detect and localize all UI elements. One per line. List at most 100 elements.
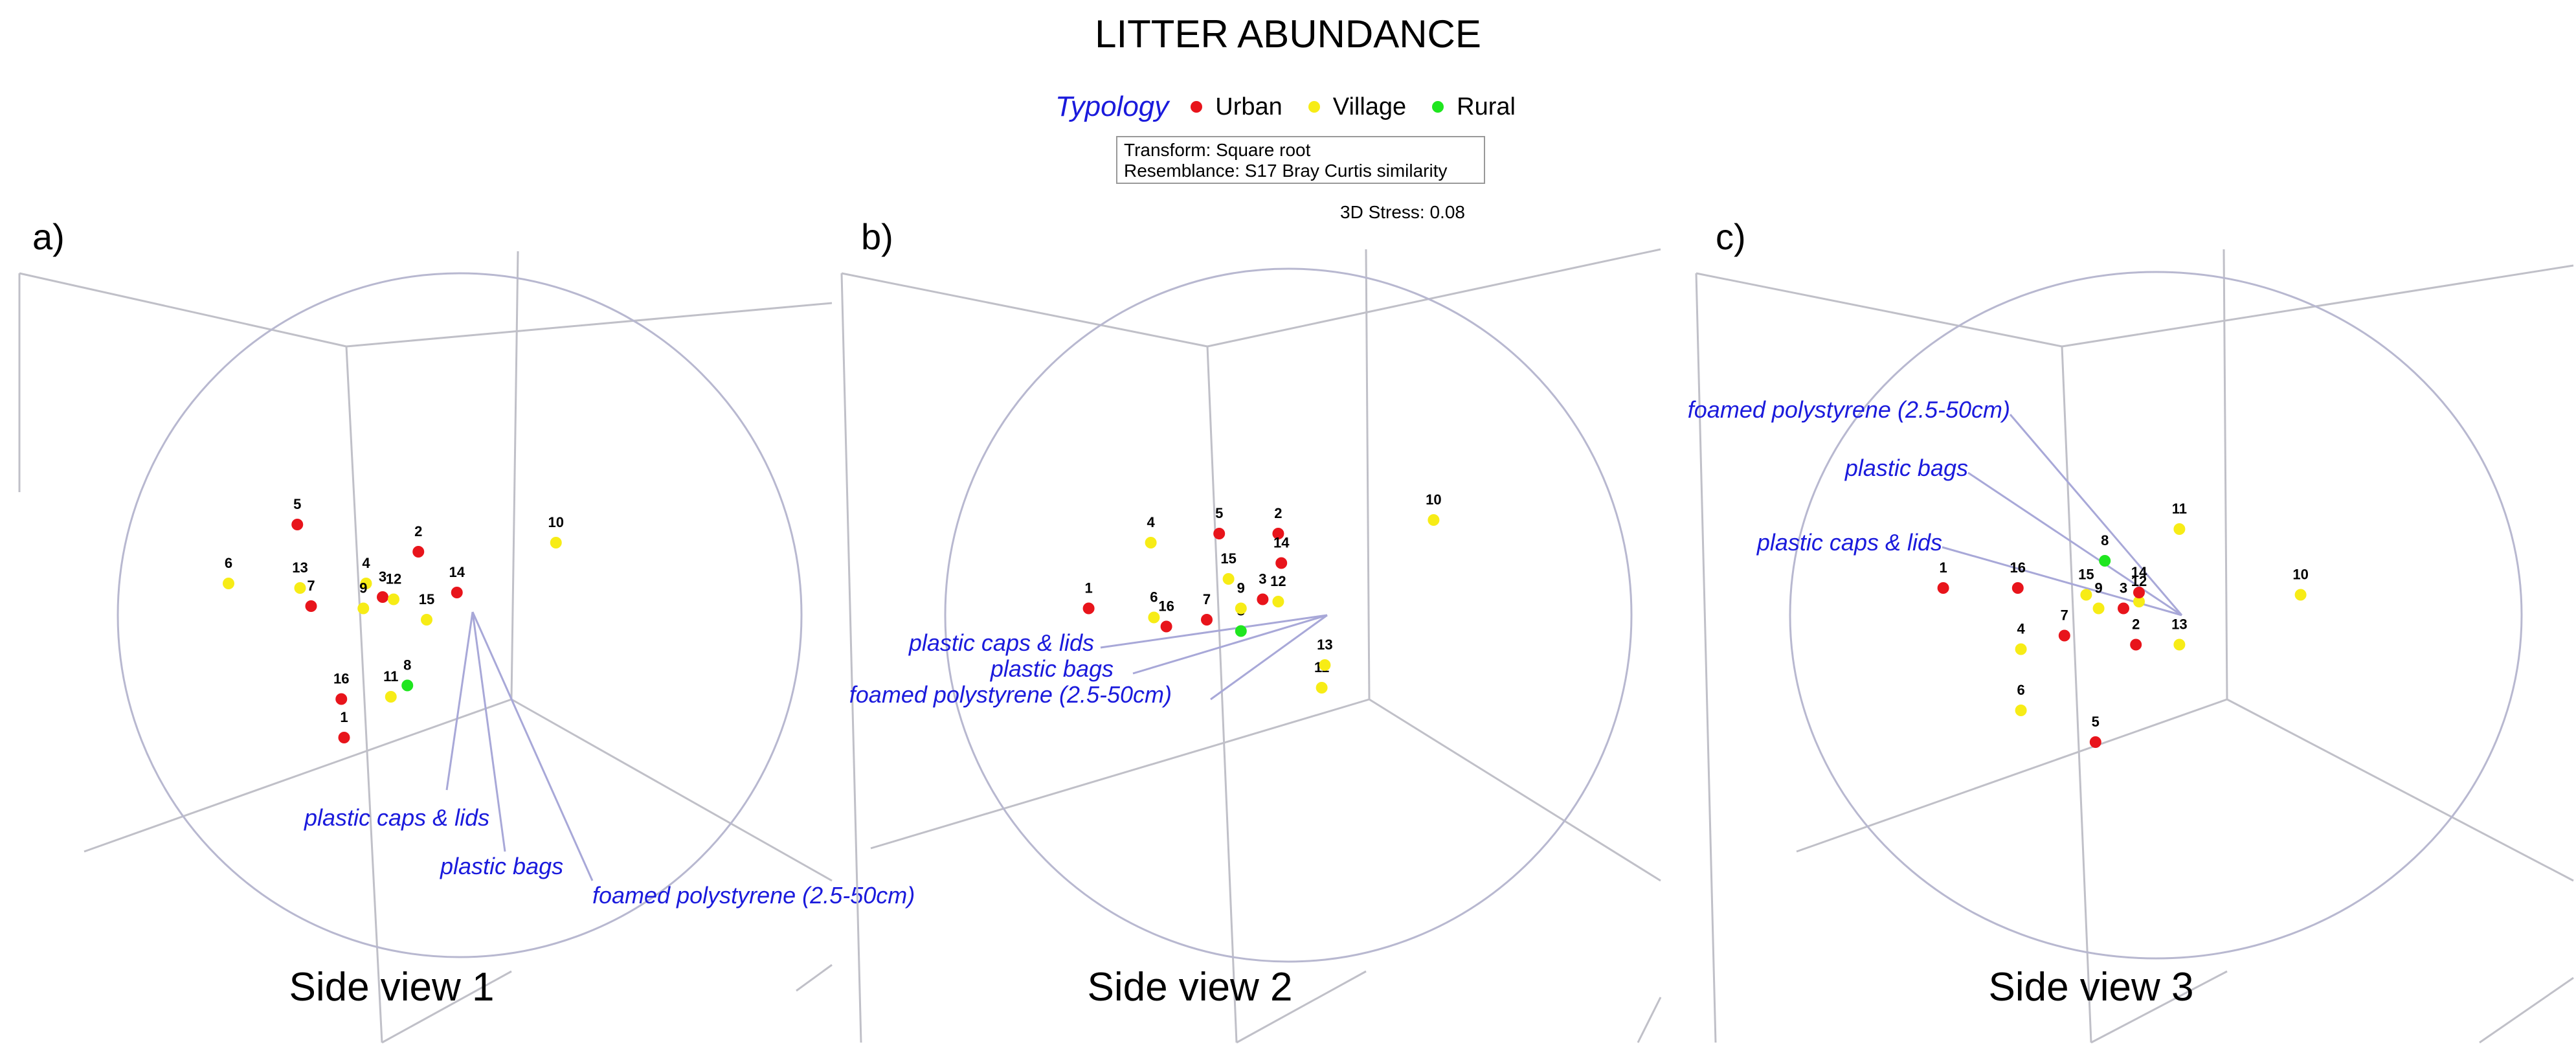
point-3-2 [2130,638,2142,651]
point-2-14 [1275,557,1288,569]
point-label-1-10: 10 [548,514,564,530]
point-3-11 [2173,523,2186,535]
box-edge-3-6 [2226,698,2574,882]
legend-title: Typology [1055,91,1169,122]
point-1-4 [360,578,372,589]
legend-label-village: Village [1332,93,1407,120]
point-2-12 [1272,596,1284,607]
point-label-2-4: 4 [1147,514,1155,530]
point-2-6 [1148,611,1160,624]
point-1-9 [357,602,370,615]
box-edge-3-1 [2061,264,2574,348]
point-3-3 [2118,602,2129,615]
point-1-5 [291,519,304,530]
vector-label-3-3: plastic caps & lids [1756,529,1942,556]
box-edge-1-4 [510,251,519,700]
point-3-10 [2294,589,2307,601]
point-2-2 [1272,528,1284,539]
vector-line-1-1 [445,611,474,791]
box-edge-1-7 [796,964,833,992]
point-label-3-12: 12 [2131,573,2147,589]
point-label-3-8: 8 [2101,532,2109,548]
point-2-10 [1428,514,1440,526]
view-label-1: Side view 1 [289,965,494,1010]
vector-label-3-2: plastic bags [1844,455,1968,481]
point-label-3-6: 6 [2017,682,2024,698]
panel-label-2: b) [861,216,893,257]
point-2-1 [1082,602,1095,615]
point-label-1-5: 5 [293,496,301,512]
vector-line-2-2 [1132,614,1328,675]
chart-title: LITTER ABUNDANCE [1095,12,1481,56]
point-3-5 [2089,736,2101,748]
box-edge-3-8 [2090,970,2228,1044]
point-label-3-5: 5 [2092,714,2100,730]
point-label-2-13: 13 [1317,637,1332,653]
point-1-16 [335,693,348,705]
box-edge-2-2 [1206,346,1238,1043]
point-1-10 [550,537,562,548]
point-label-1-6: 6 [225,555,232,571]
point-3-4 [2015,643,2027,655]
bounding-circle-3 [1789,271,2523,960]
view-label-2: Side view 2 [1087,965,1292,1010]
box-edge-2-5 [870,698,1370,850]
point-label-3-10: 10 [2292,567,2308,583]
legend-label-urban: Urban [1215,93,1282,120]
point-1-13 [294,582,306,594]
point-label-3-11: 11 [2172,501,2187,517]
point-2-7 [1201,614,1213,626]
point-2-5 [1213,528,1226,539]
point-1-6 [223,578,234,589]
view-label-3: Side view 3 [1988,965,2193,1010]
point-label-2-2: 2 [1274,505,1282,521]
box-edge-3-7 [2479,977,2574,1044]
resemblance-text: Resemblance: S17 Bray Curtis similarity [1124,161,1448,181]
point-label-3-2: 2 [2132,616,2140,633]
vector-label-2-1: plastic caps & lids [908,629,1094,656]
vector-line-3-2 [1967,471,2182,616]
point-label-3-7: 7 [2061,607,2068,624]
point-2-9 [1235,602,1247,615]
point-label-2-12: 12 [1270,573,1286,589]
point-label-2-15: 15 [1220,550,1236,567]
point-label-1-3: 3 [379,569,386,585]
point-2-3 [1257,593,1269,605]
box-edge-2-0 [841,272,1208,348]
point-1-11 [385,691,397,703]
vector-label-2-3: foamed polystyrene (2.5-50cm) [849,681,1172,708]
point-label-3-15: 15 [2078,567,2094,583]
box-edge-3-4 [2223,249,2228,700]
point-label-2-10: 10 [1426,491,1441,508]
transform-text: Transform: Square root [1124,140,1311,160]
point-label-1-12: 12 [386,571,401,587]
point-1-2 [412,546,425,558]
point-label-2-5: 5 [1215,505,1223,521]
point-label-3-14: 14 [2131,564,2147,580]
point-1-12 [388,593,399,605]
point-3-16 [2011,582,2024,594]
box-edge-1-1 [346,302,833,348]
point-3-7 [2058,629,2070,642]
point-label-2-7: 7 [1203,591,1211,607]
box-edge-2-4 [1365,249,1371,700]
panel-label-1: a) [32,216,65,257]
point-3-13 [2173,638,2186,651]
box-edge-1-5 [84,698,512,853]
point-3-12 [2133,596,2145,607]
box-edge-2-6 [1369,698,1661,882]
bounding-circle-1 [117,272,803,958]
point-1-1 [338,732,350,743]
panel-label-3: c) [1716,216,1746,257]
point-label-2-9: 9 [1237,580,1245,596]
point-2-15 [1222,573,1235,585]
vector-line-1-2 [471,611,506,852]
legend-item-village: Village [1308,93,1406,121]
point-label-3-16: 16 [2010,559,2026,576]
legend-marker-urban [1191,101,1203,113]
legend-marker-rural [1432,101,1444,113]
point-label-1-7: 7 [307,578,315,594]
vector-label-1-1: plastic caps & lids [304,804,489,831]
box-edge-1-9 [381,970,512,1044]
point-2-8 [1235,625,1247,637]
